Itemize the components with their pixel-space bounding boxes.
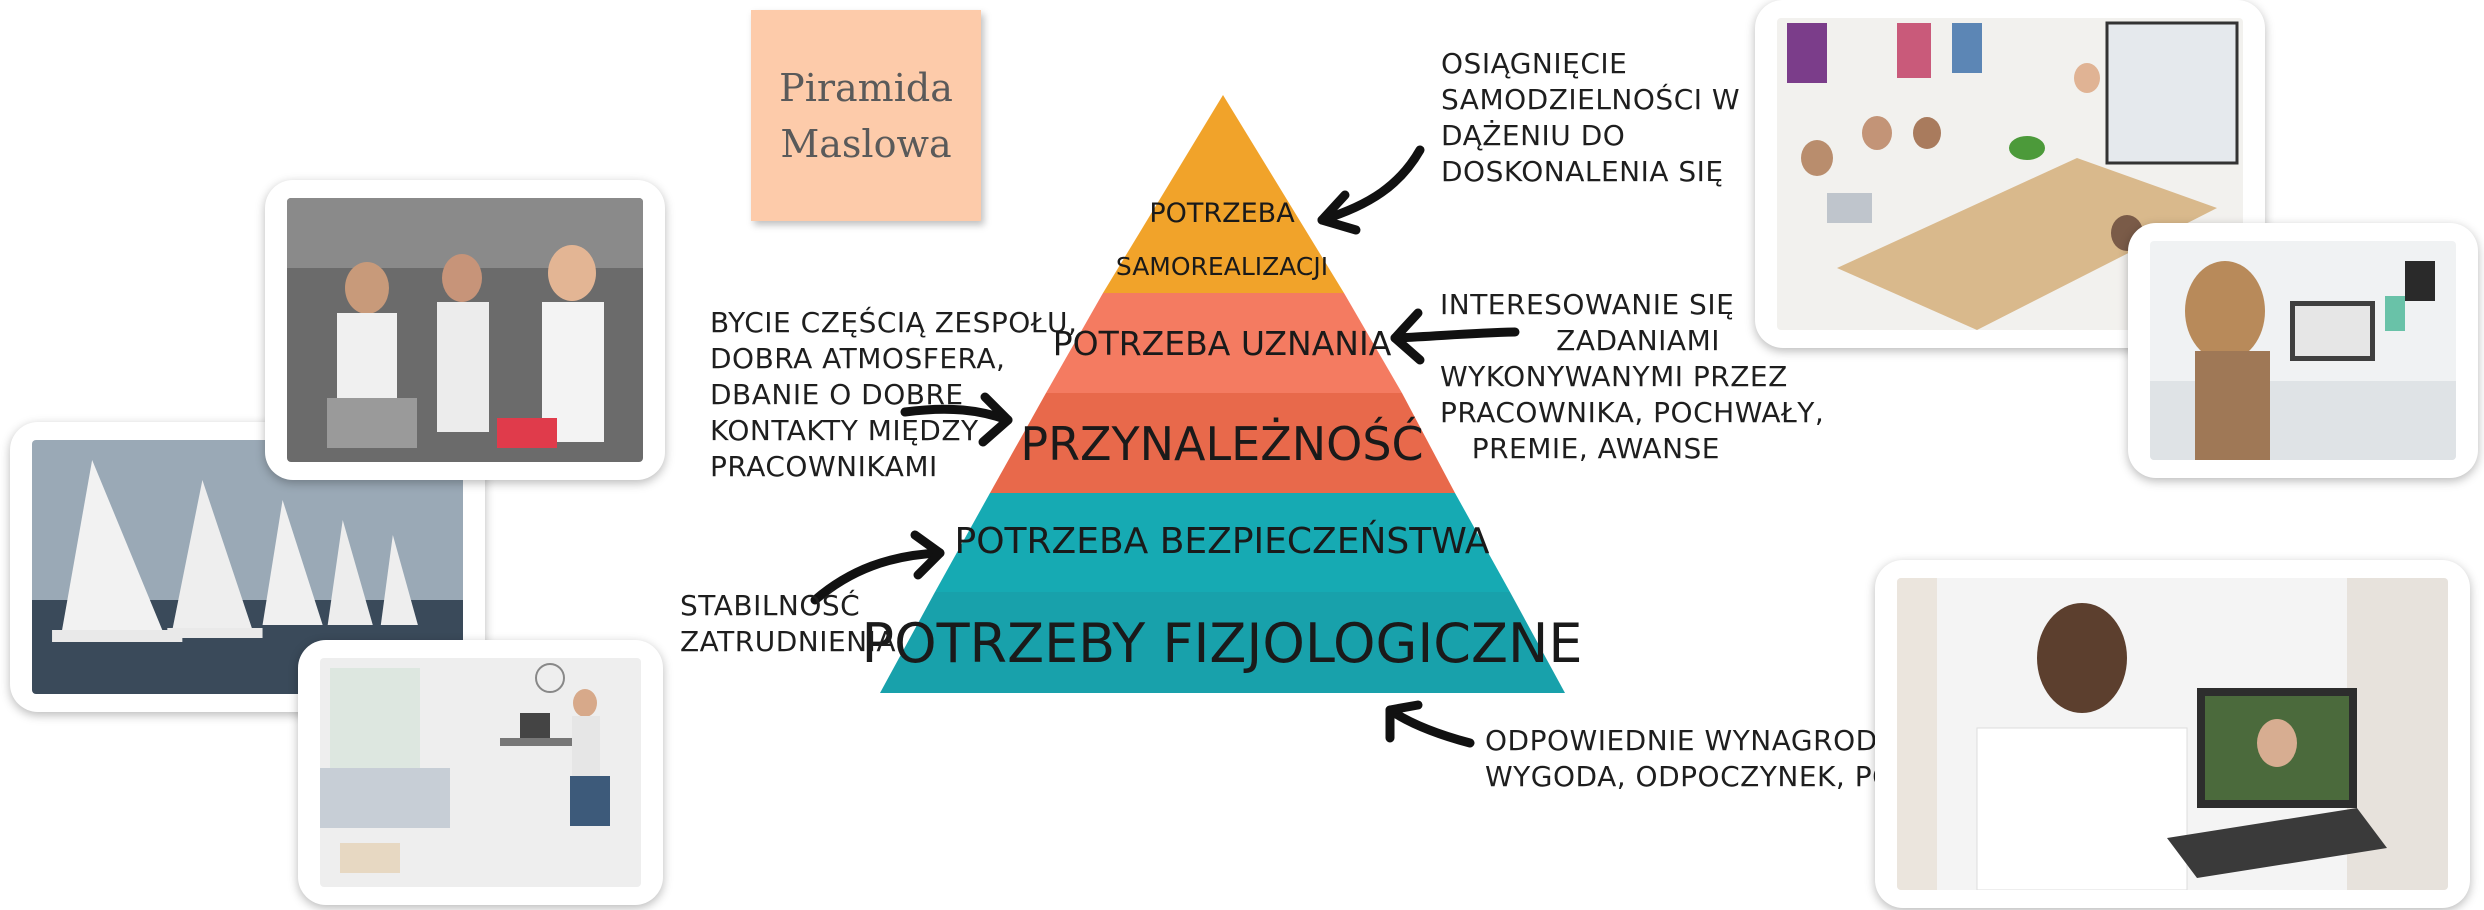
annotation-line: Stabilność (680, 589, 861, 622)
annotation-line: Osiągnięcie (1441, 47, 1628, 80)
arrow-physiological-head (1385, 700, 1423, 743)
title-line-1: Piramida (779, 65, 953, 110)
annotation-line: premie, awanse (1471, 432, 1720, 465)
annotation-line: kontakty między (710, 414, 979, 447)
annotation-line: dobra atmosfera, (710, 342, 1006, 375)
annotation-line: Interesowanie się (1440, 288, 1735, 321)
arrow-self-actualization (1317, 145, 1425, 225)
cooking-team-photo (265, 180, 665, 480)
telemedicine-video-call-photo (1875, 560, 2470, 908)
home-office-illustration (320, 658, 641, 887)
arrow-safety-head (910, 530, 945, 580)
annotation-line: doskonalenia się (1441, 155, 1724, 188)
arrow-belonging-head (978, 392, 1013, 447)
level-label-physiological: Potrzeby fizjologiczne (862, 612, 1583, 675)
pyramid-level-belonging (990, 393, 1455, 493)
telemedicine-illustration (1897, 578, 2448, 890)
annotation-safety: Stabilność zatrudnienia (680, 588, 896, 660)
annotation-line: dążeniu do (1441, 119, 1626, 152)
annotation-line: zatrudnienia (680, 625, 897, 658)
level-label-safety: Potrzeba bezpieczeństwa (955, 520, 1490, 562)
home-office-photo (298, 640, 663, 905)
level-label-belonging: Przynależność (1020, 417, 1423, 471)
title-line-2: Maslowa (780, 121, 952, 166)
arrow-self-actualization-head (1317, 190, 1361, 235)
annotation-line: wykonywanymi przez (1440, 360, 1788, 393)
title-sticky-note: Piramida Maslowa (751, 10, 981, 221)
arrow-esteem (1390, 327, 1520, 343)
arrow-esteem-head (1390, 308, 1425, 365)
pyramid-level-safety (935, 493, 1510, 592)
annotation-line: dbanie o dobre (710, 378, 964, 411)
annotation-belonging: Bycie częścią zespołu, dobra atmosfera, … (710, 305, 1077, 485)
arrow-safety (810, 548, 945, 605)
level-label-self-actualization-2: samorealizacji (1116, 252, 1328, 281)
annotation-line: Bycie częścią zespołu, (710, 306, 1078, 339)
child-laptop-illustration (2150, 241, 2456, 460)
child-online-learning-photo (2128, 223, 2478, 478)
annotation-line: pracownikami (710, 450, 938, 483)
arrow-physiological (1385, 705, 1475, 748)
annotation-esteem: Interesowanie się zadaniami wykonywanymi… (1440, 287, 1825, 467)
level-label-self-actualization-1: Potrzeba (1149, 198, 1295, 229)
pyramid-level-esteem (1046, 293, 1402, 393)
level-label-esteem: Potrzeba uznania (1053, 324, 1392, 363)
pyramid-level-physiological (880, 592, 1565, 693)
cooking-illustration (287, 198, 643, 462)
annotation-line: pracownika, pochwały, (1440, 396, 1825, 429)
annotation-self-actualization: Osiągnięcie samodzielności w dążeniu do … (1441, 46, 1740, 190)
annotation-line: samodzielności w (1441, 83, 1741, 116)
pyramid-level-self-actualization (1103, 95, 1344, 293)
annotation-line: zadaniami (1556, 324, 1720, 357)
